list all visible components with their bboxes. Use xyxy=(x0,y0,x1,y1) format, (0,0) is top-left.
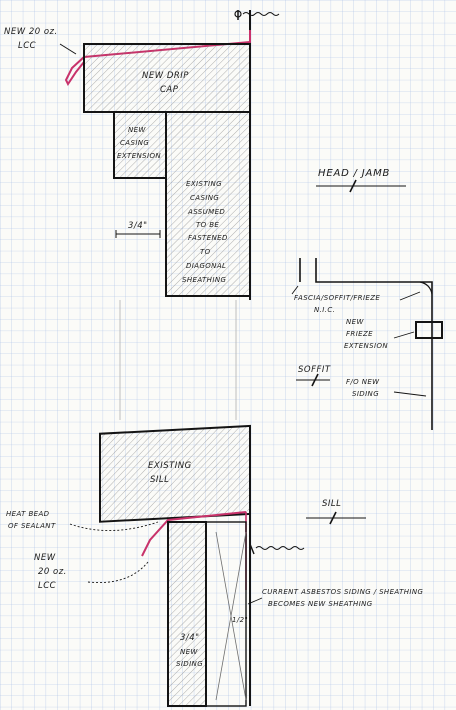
leader-arrow-icon xyxy=(247,597,263,605)
label-new-lcc-bottom-1: NEW xyxy=(34,553,56,563)
section-title-soffit: SOFFIT xyxy=(298,365,331,375)
dimension-line-top xyxy=(115,230,161,238)
section-title-head-jamb: HEAD / JAMB xyxy=(318,168,390,179)
label-existing-casing-4: TO BE xyxy=(196,221,219,229)
fascia-soffit-outline xyxy=(299,258,433,430)
label-existing-sill-2: SILL xyxy=(150,475,169,485)
label-new-20oz-lcc-top-1: NEW 20 oz. xyxy=(4,27,58,37)
label-fo-new-siding-1: F/O NEW xyxy=(346,378,380,386)
label-casing-ext-2: CASING xyxy=(120,139,149,147)
new-frieze-extension-block xyxy=(415,321,443,339)
label-fascia-1: FASCIA/SOFFIT/FRIEZE xyxy=(294,294,380,302)
label-casing-ext-1: NEW xyxy=(128,126,146,134)
label-current-asbestos: CURRENT ASBESTOS SIDING / SHEATHING xyxy=(262,588,424,596)
label-existing-casing-2: CASING xyxy=(190,194,219,202)
label-casing-ext-3: EXTENSION xyxy=(117,152,161,160)
leader-arrow-icon xyxy=(393,391,427,397)
existing-casing xyxy=(165,111,251,297)
dimension-label-top: 3/4" xyxy=(128,221,148,231)
label-new-lcc-bottom-3: LCC xyxy=(38,581,56,591)
leader-arrow-icon xyxy=(291,285,421,301)
label-fo-new-siding-2: SIDING xyxy=(352,390,379,398)
label-existing-sill-1: EXISTING xyxy=(148,461,192,471)
leader-arrow-icon xyxy=(393,331,415,339)
label-becomes-new-sheathing: BECOMES NEW SHEATHING xyxy=(268,600,373,608)
dimension-label-half: 1/2" xyxy=(232,616,248,624)
section-marker-icon xyxy=(329,511,337,525)
label-frieze-ext-2: FRIEZE xyxy=(346,330,373,338)
label-existing-casing-6: TO xyxy=(200,248,211,256)
sheathing-cross xyxy=(215,531,247,701)
label-new-siding-1: 3/4" xyxy=(180,633,200,643)
label-new-drip: NEW DRIP xyxy=(142,71,189,81)
new-casing-extension xyxy=(113,111,167,179)
label-new-siding-3: SIDING xyxy=(176,660,203,668)
label-existing-casing-8: SHEATHING xyxy=(182,276,226,284)
label-frieze-ext-1: NEW xyxy=(346,318,364,326)
break-guide-lines xyxy=(119,300,237,420)
nail-icon xyxy=(234,10,280,20)
label-heat-bead-1: HEAT BEAD xyxy=(6,510,50,518)
existing-sill xyxy=(99,424,251,523)
leader-arrow-icon xyxy=(87,561,149,583)
leader-arrow-icon xyxy=(59,43,77,55)
label-existing-casing-5: FASTENED xyxy=(188,234,228,242)
new-siding-block xyxy=(167,521,207,707)
asbestos-siding-layer xyxy=(205,521,247,707)
section-marker-icon xyxy=(311,373,319,387)
leader-arrow-icon xyxy=(69,521,159,531)
label-heat-bead-2: OF SEALANT xyxy=(8,522,56,530)
label-new-20oz-lcc-top-2: LCC xyxy=(18,41,36,51)
nail-icon xyxy=(249,543,305,555)
label-new-siding-2: NEW xyxy=(180,648,198,656)
label-existing-casing-3: ASSUMED xyxy=(187,208,225,216)
copper-flashing-sill xyxy=(141,511,247,557)
fascia-curve xyxy=(419,281,433,295)
label-new-lcc-bottom-2: 20 oz. xyxy=(38,567,67,577)
label-existing-casing-1: EXISTING xyxy=(186,180,222,188)
label-existing-casing-7: DIAGONAL xyxy=(186,262,226,270)
label-cap: CAP xyxy=(160,85,179,95)
section-marker-icon xyxy=(349,179,357,193)
section-title-sill: SILL xyxy=(322,499,341,509)
label-frieze-ext-3: EXTENSION xyxy=(344,342,388,350)
label-fascia-2: N.I.C. xyxy=(314,306,335,314)
